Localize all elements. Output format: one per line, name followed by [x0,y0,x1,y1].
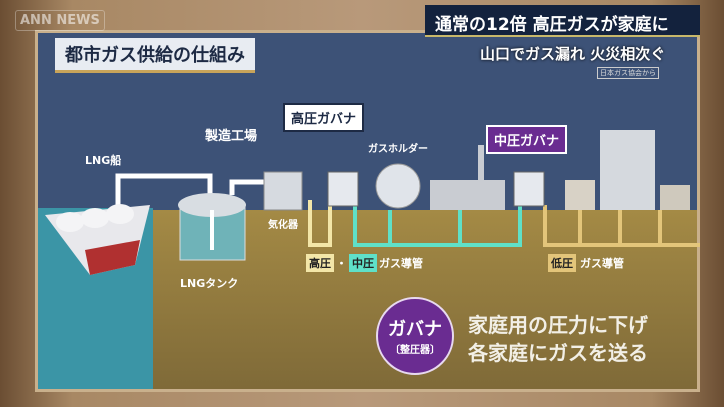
factory-label: 製造工場 [205,129,258,144]
pipe-label: ガス導管 [379,257,423,270]
ship-tank [56,212,84,232]
gas-holder-label: ガスホルダー [368,144,428,155]
ship-hull [85,240,140,275]
headline-banner: 通常の12倍 高圧ガスが家庭に [425,5,700,37]
subheadline: 山口でガス漏れ 火災相次ぐ [480,45,666,63]
badge-title: ガバナ [388,319,442,340]
medium-pressure-tag: 中圧 [349,254,377,272]
separator: ・ [336,257,347,270]
low-pressure-tag: 低圧 [548,254,576,272]
low-pipe-legend: 低圧 ガス導管 [548,254,624,272]
high-medium-pipe-legend: 高圧 ・ 中圧 ガス導管 [306,254,423,272]
vaporizer [263,171,303,211]
plant-building [430,180,505,210]
high-governor-unit [327,171,359,207]
house [565,180,595,210]
high-governor-label: 高圧ガバナ [283,103,365,132]
medium-governor-unit [513,171,545,207]
channel-logo: ANN NEWS [15,10,105,31]
badge-subtitle: 〔整圧器〕 [390,345,440,356]
medium-pressure-pipe [353,200,522,247]
gas-holder [375,163,421,209]
lng-tank-label: LNGタンク [180,277,239,290]
house [660,185,690,210]
factory-pipe [229,179,264,195]
diagram-title: 都市ガス供給の仕組み [55,38,255,73]
explanation: 家庭用の圧力に下げ 各家庭にガスを送る [468,311,648,367]
medium-governor-label: 中圧ガバナ [486,125,568,154]
source-credit: 日本ガス協会から [597,67,659,79]
high-pressure-pipe [308,200,332,247]
high-pressure-tag: 高圧 [306,254,334,272]
lng-tank-dome [178,193,246,217]
vaporizer-label: 気化器 [268,220,298,231]
ship-tank [81,208,109,228]
lng-ship-label: LNG船 [85,154,122,167]
explanation-line: 各家庭にガスを送る [468,341,648,365]
explanation-line: 家庭用の圧力に下げ [468,313,648,337]
ship-tank [106,204,134,224]
governor-badge: ガバナ 〔整圧器〕 [376,297,454,375]
lng-pipe [115,173,213,205]
pipe-label: ガス導管 [580,257,624,270]
office-building [600,130,655,210]
low-pressure-pipe [543,205,700,247]
